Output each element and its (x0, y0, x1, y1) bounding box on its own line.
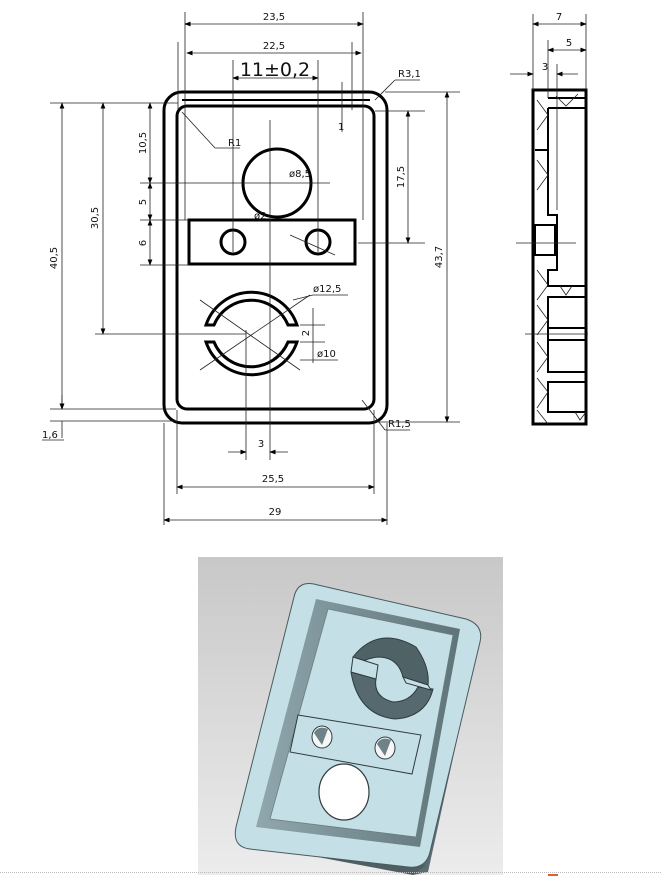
3d-render (198, 557, 503, 875)
dim-inner-depth: 5 (566, 38, 572, 49)
dim-inner-corner-radius: R1 (228, 138, 241, 149)
dim-split-ring-inner: ø10 (317, 349, 336, 360)
dim-base-offset: 1,6 (42, 430, 58, 441)
dim-center-offset: 3 (258, 439, 264, 450)
dim-top-to-hole: 10,5 (138, 132, 149, 154)
dim-split-ring-outer: ø12,5 (313, 284, 341, 295)
dim-inner-length: 25,5 (262, 474, 284, 485)
dim-big-hole-dia: ø8,5 (289, 169, 311, 180)
dim-hole-spacing: 11±0,2 (240, 59, 310, 81)
dim-corner-radius-outer: R3,1 (398, 69, 421, 80)
side-view: 7 5 3 (510, 12, 588, 426)
dim-overall-length: 29 (269, 507, 282, 518)
dim-small-hole-dia: ø2 (254, 211, 266, 222)
dim-inner-width: 22,5 (263, 41, 285, 52)
dim-overall-height: 43,7 (434, 246, 445, 268)
section-hatching (536, 93, 587, 425)
accent-mark (548, 874, 558, 876)
technical-drawing: 23,5 22,5 11±0,2 R3,1 1 R1 10,5 5 6 30,5… (42, 12, 588, 525)
render-big-hole (318, 763, 370, 821)
inner-outline (175, 104, 376, 411)
dim-bar-height: 6 (138, 240, 149, 246)
dim-hole-to-bar: 5 (138, 199, 149, 205)
split-ring (203, 290, 300, 377)
bottom-strip (0, 872, 661, 880)
dim-total-depth: 7 (556, 12, 562, 23)
dim-wall-step: 1 (338, 122, 344, 133)
side-outline (531, 88, 588, 426)
front-view: 23,5 22,5 11±0,2 R3,1 1 R1 10,5 5 6 30,5… (42, 12, 460, 525)
dim-height-to-split: 30,5 (90, 207, 101, 229)
dim-floor-thickness: 3 (542, 62, 548, 73)
dim-split-gap: 2 (301, 330, 312, 336)
dim-height-right: 17,5 (396, 166, 407, 188)
dim-total-height-left: 40,5 (49, 247, 60, 269)
dim-bottom-corner-radius: R1,5 (388, 419, 411, 430)
dim-overall-width: 23,5 (263, 12, 285, 23)
render-split-ring (350, 637, 434, 720)
hole-bar (187, 218, 357, 266)
outer-outline (162, 90, 389, 425)
